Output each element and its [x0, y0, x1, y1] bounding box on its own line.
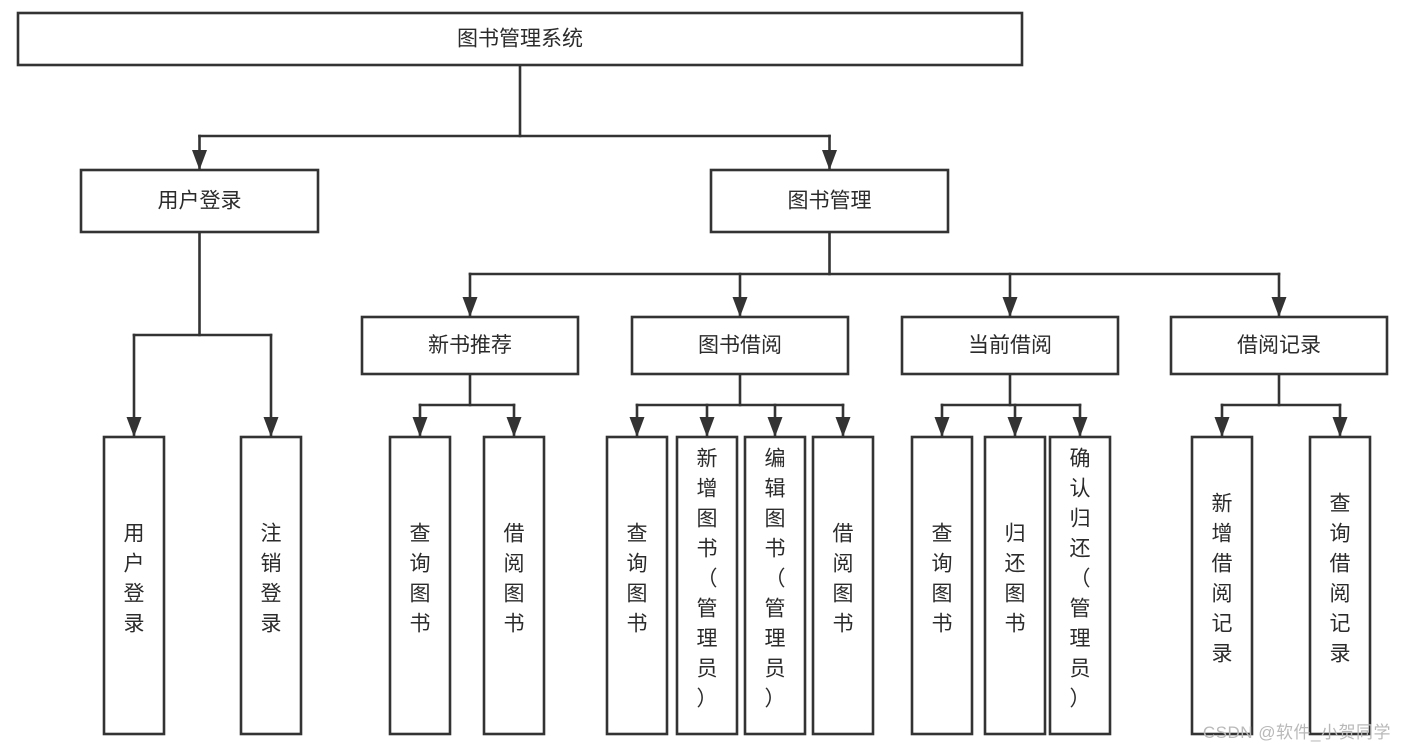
node-label-leaf_br_query: 查询借阅记录: [1330, 493, 1351, 666]
node-label-l2_book_mgmt: 图书管理: [788, 190, 872, 213]
node-box-l3_current_borrow[interactable]: [900, 315, 1120, 376]
arrow-head-icon-leaf_bb_add: [699, 417, 715, 437]
node-box-leaf_cb_confirm[interactable]: [1048, 435, 1112, 736]
node-root[interactable]: 图书管理系统: [16, 11, 1024, 67]
node-label-leaf_bb_add: 新增图书（管理员）: [697, 448, 718, 711]
node-leaf_user_logout[interactable]: 注销登录: [239, 435, 303, 736]
node-label-leaf_br_add: 新增借阅记录: [1212, 493, 1233, 666]
node-label-leaf_cb_return: 归还图书: [1005, 523, 1026, 636]
node-box-leaf_user_logout[interactable]: [239, 435, 303, 736]
node-box-leaf_nbr_borrow[interactable]: [482, 435, 546, 736]
node-label-leaf_cb_confirm: 确认归还（管理员）: [1070, 448, 1091, 711]
node-label-leaf_user_login: 用户登录: [124, 523, 145, 636]
node-box-leaf_cb_query[interactable]: [910, 435, 974, 736]
node-label-leaf_nbr_query: 查询图书: [410, 523, 431, 636]
node-l3_book_borrow[interactable]: 图书借阅: [630, 315, 850, 376]
node-label-l3_new_book_rec: 新书推荐: [428, 334, 512, 357]
node-l2_user_login[interactable]: 用户登录: [79, 168, 320, 234]
arrow-head-icon-leaf_cb_query: [934, 417, 950, 437]
node-l3_current_borrow[interactable]: 当前借阅: [900, 315, 1120, 376]
node-leaf_bb_borrow[interactable]: 借阅图书: [811, 435, 875, 736]
node-leaf_bb_query[interactable]: 查询图书: [605, 435, 669, 736]
node-leaf_cb_return[interactable]: 归还图书: [983, 435, 1047, 736]
node-leaf_br_add[interactable]: 新增借阅记录: [1190, 435, 1254, 736]
node-box-leaf_br_query[interactable]: [1308, 435, 1372, 736]
node-leaf_nbr_query[interactable]: 查询图书: [388, 435, 452, 736]
arrow-head-icon-l2_book_mgmt: [822, 150, 837, 170]
node-box-leaf_bb_query[interactable]: [605, 435, 669, 736]
node-leaf_cb_query[interactable]: 查询图书: [910, 435, 974, 736]
node-label-leaf_bb_query: 查询图书: [627, 523, 648, 636]
node-box-l3_new_book_rec[interactable]: [360, 315, 580, 376]
arrow-head-icon-leaf_bb_edit: [767, 417, 783, 437]
node-box-root[interactable]: [16, 11, 1024, 67]
node-box-leaf_cb_return[interactable]: [983, 435, 1047, 736]
arrow-head-icon-leaf_nbr_query: [412, 417, 428, 437]
node-leaf_br_query[interactable]: 查询借阅记录: [1308, 435, 1372, 736]
node-leaf_bb_add[interactable]: 新增图书（管理员）: [675, 435, 739, 736]
arrow-head-icon-leaf_cb_return: [1007, 417, 1023, 437]
node-label-leaf_cb_query: 查询图书: [932, 523, 953, 636]
arrow-head-icon-l3_borrow_record: [1271, 297, 1287, 317]
arrow-head-icon-leaf_br_add: [1214, 417, 1230, 437]
arrow-head-icon-l3_book_borrow: [732, 297, 748, 317]
node-leaf_user_login[interactable]: 用户登录: [102, 435, 166, 736]
connector-layer: [126, 63, 1348, 438]
node-label-l3_book_borrow: 图书借阅: [698, 334, 782, 357]
arrow-head-icon-leaf_cb_confirm: [1072, 417, 1088, 437]
node-box-l2_user_login[interactable]: [79, 168, 320, 234]
node-label-l3_borrow_record: 借阅记录: [1237, 334, 1321, 357]
node-leaf_cb_confirm[interactable]: 确认归还（管理员）: [1048, 435, 1112, 736]
node-box-leaf_user_login[interactable]: [102, 435, 166, 736]
node-box-leaf_br_add[interactable]: [1190, 435, 1254, 736]
node-layer: 图书管理系统用户登录图书管理新书推荐图书借阅当前借阅借阅记录用户登录注销登录查询…: [16, 11, 1389, 736]
arrow-head-icon-l3_current_borrow: [1002, 297, 1018, 317]
node-l2_book_mgmt[interactable]: 图书管理: [709, 168, 950, 234]
node-label-leaf_user_logout: 注销登录: [261, 523, 282, 636]
node-l3_borrow_record[interactable]: 借阅记录: [1169, 315, 1389, 376]
node-box-leaf_bb_add[interactable]: [675, 435, 739, 736]
arrow-head-icon-leaf_nbr_borrow: [506, 417, 522, 437]
node-leaf_bb_edit[interactable]: 编辑图书（管理员）: [743, 435, 807, 736]
node-label-root: 图书管理系统: [457, 28, 583, 51]
node-box-l3_borrow_record[interactable]: [1169, 315, 1389, 376]
arrow-head-icon-leaf_bb_query: [629, 417, 645, 437]
arrow-head-icon-l2_user_login: [192, 150, 207, 170]
arrow-head-icon-leaf_br_query: [1332, 417, 1348, 437]
node-l3_new_book_rec[interactable]: 新书推荐: [360, 315, 580, 376]
arrow-head-icon-leaf_user_login: [126, 417, 142, 437]
node-label-leaf_nbr_borrow: 借阅图书: [504, 523, 525, 636]
node-box-l2_book_mgmt[interactable]: [709, 168, 950, 234]
node-label-leaf_bb_edit: 编辑图书（管理员）: [765, 448, 786, 711]
node-box-leaf_bb_edit[interactable]: [743, 435, 807, 736]
node-label-leaf_bb_borrow: 借阅图书: [833, 523, 854, 636]
node-box-leaf_bb_borrow[interactable]: [811, 435, 875, 736]
node-box-leaf_nbr_query[interactable]: [388, 435, 452, 736]
node-box-l3_book_borrow[interactable]: [630, 315, 850, 376]
arrow-head-icon-l3_new_book_rec: [462, 297, 478, 317]
arrow-head-icon-leaf_bb_borrow: [835, 417, 851, 437]
arrow-head-icon-leaf_user_logout: [263, 417, 279, 437]
node-label-l2_user_login: 用户登录: [158, 190, 242, 213]
node-leaf_nbr_borrow[interactable]: 借阅图书: [482, 435, 546, 736]
node-label-l3_current_borrow: 当前借阅: [968, 334, 1052, 357]
